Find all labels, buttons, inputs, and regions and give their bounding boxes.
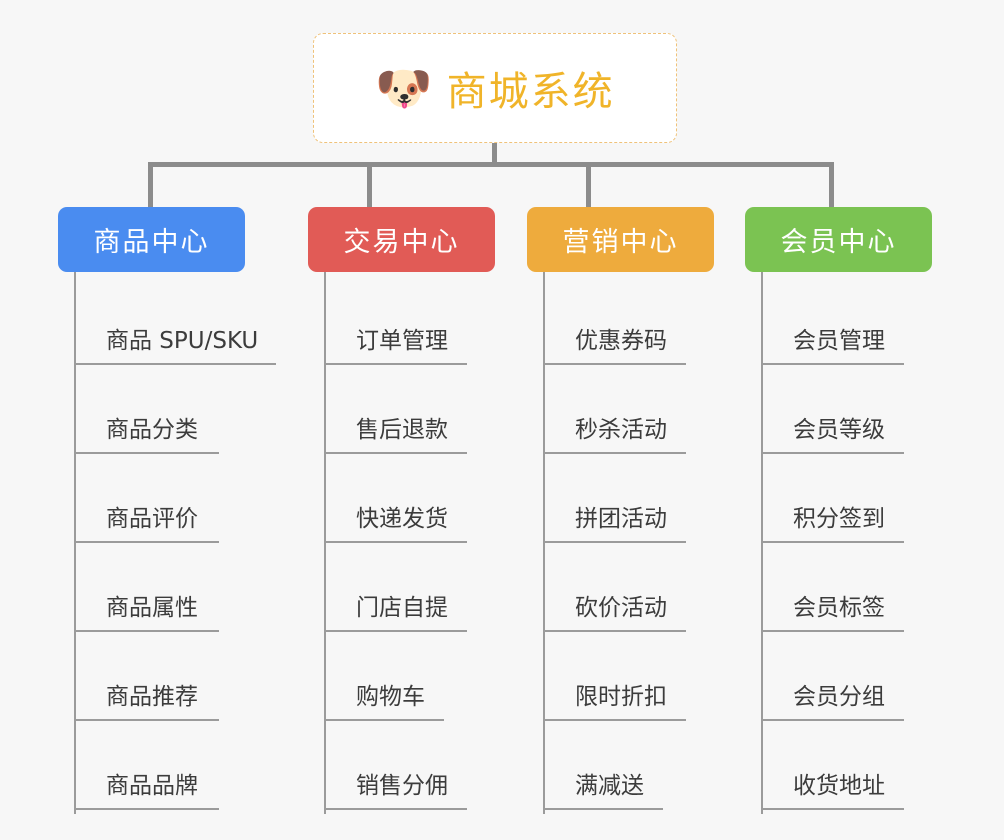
leaf-item-rule xyxy=(761,630,904,632)
column-product-center: 商品中心商品 SPU/SKU 商品分类商品评价商品属性商品推荐商品品牌 xyxy=(58,207,276,814)
leaf-item[interactable]: 积分签到 xyxy=(761,458,955,547)
leaf-list-product-center: 商品 SPU/SKU 商品分类商品评价商品属性商品推荐商品品牌 xyxy=(74,272,276,814)
leaf-item-rule xyxy=(543,719,686,721)
leaf-item[interactable]: 会员标签 xyxy=(761,547,955,636)
leaf-spine xyxy=(74,272,76,814)
leaf-item-label: 售后退款 xyxy=(356,417,448,443)
connector-drop-3 xyxy=(586,162,591,208)
leaf-item-rule xyxy=(761,363,904,365)
leaf-item-label: 秒杀活动 xyxy=(575,417,667,443)
leaf-item-rule xyxy=(74,452,219,454)
connector-drop-1 xyxy=(148,162,153,208)
leaf-item[interactable]: 限时折扣 xyxy=(543,636,737,725)
leaf-item[interactable]: 售后退款 xyxy=(324,369,518,458)
leaf-item-rule xyxy=(543,630,686,632)
leaf-item[interactable]: 会员管理 xyxy=(761,280,955,369)
leaf-item-label: 订单管理 xyxy=(356,328,448,354)
leaf-item-label: 商品品牌 xyxy=(106,773,198,799)
leaf-item-label: 会员管理 xyxy=(793,328,885,354)
root-node[interactable]: 🐶 商城系统 xyxy=(313,33,677,143)
leaf-item-label: 商品 SPU/SKU xyxy=(106,328,259,354)
leaf-item[interactable]: 商品推荐 xyxy=(74,636,268,725)
leaf-item-rule xyxy=(324,630,467,632)
leaf-item-label: 拼团活动 xyxy=(575,506,667,532)
leaf-item-label: 快递发货 xyxy=(356,506,448,532)
leaf-item[interactable]: 商品 SPU/SKU xyxy=(74,280,276,369)
leaf-spine xyxy=(761,272,763,814)
leaf-item[interactable]: 会员等级 xyxy=(761,369,955,458)
leaf-item-label: 会员标签 xyxy=(793,595,885,621)
category-header-marketing-center[interactable]: 营销中心 xyxy=(527,207,714,272)
leaf-item-label: 优惠券码 xyxy=(575,328,667,354)
column-marketing-center: 营销中心优惠券码秒杀活动拼团活动砍价活动限时折扣满减送 xyxy=(527,207,737,814)
leaf-item[interactable]: 订单管理 xyxy=(324,280,518,369)
leaf-item-label: 商品评价 xyxy=(106,506,198,532)
leaf-item-rule xyxy=(324,363,467,365)
leaf-item-rule xyxy=(74,363,276,365)
leaf-item-rule xyxy=(74,808,219,810)
leaf-item[interactable]: 销售分佣 xyxy=(324,725,518,814)
leaf-item-rule xyxy=(74,630,219,632)
connector-stem xyxy=(492,143,497,165)
leaf-item-label: 销售分佣 xyxy=(356,773,448,799)
leaf-item-label: 砍价活动 xyxy=(575,595,667,621)
leaf-item-label: 积分签到 xyxy=(793,506,885,532)
leaf-spine xyxy=(543,272,545,814)
category-header-member-center[interactable]: 会员中心 xyxy=(745,207,932,272)
leaf-item[interactable]: 会员分组 xyxy=(761,636,955,725)
leaf-item-label: 商品分类 xyxy=(106,417,198,443)
leaf-item[interactable]: 快递发货 xyxy=(324,458,518,547)
leaf-item[interactable]: 优惠券码 xyxy=(543,280,737,369)
leaf-item[interactable]: 收货地址 xyxy=(761,725,955,814)
leaf-item-rule xyxy=(761,719,904,721)
leaf-item[interactable]: 商品分类 xyxy=(74,369,268,458)
leaf-list-marketing-center: 优惠券码秒杀活动拼团活动砍价活动限时折扣满减送 xyxy=(543,272,737,814)
leaf-item-label: 收货地址 xyxy=(793,773,885,799)
column-trade-center: 交易中心订单管理售后退款快递发货门店自提购物车销售分佣 xyxy=(308,207,518,814)
leaf-item-label: 购物车 xyxy=(356,684,425,710)
leaf-item[interactable]: 秒杀活动 xyxy=(543,369,737,458)
leaf-item-rule xyxy=(543,808,663,810)
leaf-item-rule xyxy=(324,808,467,810)
leaf-item-label: 会员等级 xyxy=(793,417,885,443)
leaf-list-member-center: 会员管理会员等级积分签到会员标签会员分组收货地址 xyxy=(761,272,955,814)
connector-bus xyxy=(148,162,834,167)
leaf-item-rule xyxy=(324,719,444,721)
leaf-item-rule xyxy=(543,541,686,543)
leaf-item-rule xyxy=(761,452,904,454)
leaf-item-rule xyxy=(761,541,904,543)
leaf-item-label: 门店自提 xyxy=(356,595,448,621)
leaf-list-trade-center: 订单管理售后退款快递发货门店自提购物车销售分佣 xyxy=(324,272,518,814)
leaf-item[interactable]: 满减送 xyxy=(543,725,737,814)
leaf-item[interactable]: 商品品牌 xyxy=(74,725,268,814)
leaf-item[interactable]: 商品属性 xyxy=(74,547,268,636)
leaf-item[interactable]: 商品评价 xyxy=(74,458,268,547)
leaf-item-rule xyxy=(74,719,219,721)
leaf-item-label: 满减送 xyxy=(575,773,644,799)
leaf-item[interactable]: 拼团活动 xyxy=(543,458,737,547)
leaf-item-rule xyxy=(543,452,686,454)
leaf-item-rule xyxy=(74,541,219,543)
leaf-item-label: 会员分组 xyxy=(793,684,885,710)
leaf-item[interactable]: 砍价活动 xyxy=(543,547,737,636)
category-header-trade-center[interactable]: 交易中心 xyxy=(308,207,495,272)
leaf-item-rule xyxy=(543,363,686,365)
leaf-item-label: 商品推荐 xyxy=(106,684,198,710)
shiba-dog-icon: 🐶 xyxy=(375,61,433,115)
connector-drop-2 xyxy=(367,162,372,208)
leaf-spine xyxy=(324,272,326,814)
leaf-item-rule xyxy=(761,808,904,810)
leaf-item-label: 限时折扣 xyxy=(575,684,667,710)
leaf-item[interactable]: 门店自提 xyxy=(324,547,518,636)
root-title: 商城系统 xyxy=(446,69,615,115)
leaf-item-rule xyxy=(324,452,467,454)
leaf-item-label: 商品属性 xyxy=(106,595,198,621)
column-member-center: 会员中心会员管理会员等级积分签到会员标签会员分组收货地址 xyxy=(745,207,955,814)
category-header-product-center[interactable]: 商品中心 xyxy=(58,207,245,272)
leaf-item[interactable]: 购物车 xyxy=(324,636,518,725)
leaf-item-rule xyxy=(324,541,467,543)
connector-drop-4 xyxy=(829,162,834,208)
